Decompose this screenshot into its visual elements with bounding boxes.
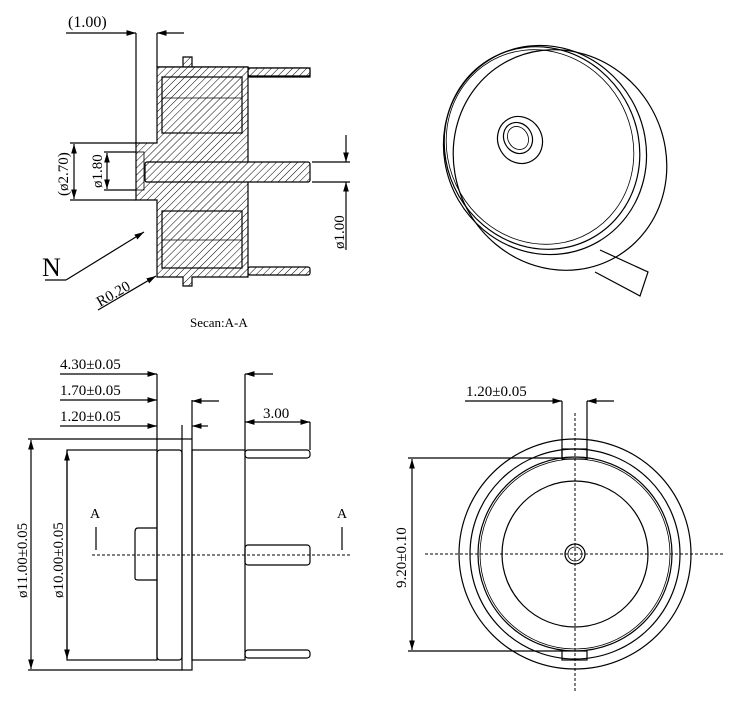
nozzle (496, 115, 544, 165)
upper-pin-section (247, 67, 311, 77)
dim-outer-nozzle-dia: (ø2.70) (56, 152, 72, 196)
pin-tab (594, 249, 649, 297)
dim-tab-width: 1.20±0.05 (466, 384, 527, 400)
dim-tab-span: 9.20±0.10 (394, 527, 410, 588)
dim-pin-length: 3.00 (263, 406, 289, 422)
dim-pin-dia: ø1.00 (332, 215, 348, 249)
section-caption: Secan:A-A (190, 315, 248, 330)
section-mark-right: A (337, 507, 348, 522)
label-n: N (42, 253, 61, 282)
dim-length-2: 1.70±0.05 (60, 383, 121, 399)
dim-body-dia: ø10.00±0.05 (51, 522, 67, 598)
front-view: 1.20±0.05 9.20±0.10 (394, 384, 723, 692)
shaft-section (144, 161, 311, 183)
upper-magnet-section (161, 76, 243, 134)
upper-pin (244, 449, 311, 459)
section-view: (1.00) (ø2.70) ø1.80 ø1.00 N R0.20 Secan… (42, 14, 350, 330)
dim-flange-dia: ø11.00±0.05 (15, 523, 31, 598)
dim-total-length: 4.30±0.05 (60, 357, 121, 373)
dim-radius: R0.20 (94, 278, 133, 310)
dim-nozzle-length: (1.00) (68, 14, 107, 31)
side-view: 4.30±0.05 1.70±0.05 1.20±0.05 3.00 ø11.0… (15, 357, 352, 671)
lower-magnet-section (161, 210, 243, 269)
section-mark-left: A (90, 507, 101, 522)
isometric-view (442, 44, 668, 297)
dim-flange-offset: 1.20±0.05 (60, 409, 121, 425)
lower-pin (244, 649, 311, 659)
lower-pin-section (247, 266, 311, 276)
dim-inner-nozzle-dia: ø1.80 (90, 154, 106, 188)
